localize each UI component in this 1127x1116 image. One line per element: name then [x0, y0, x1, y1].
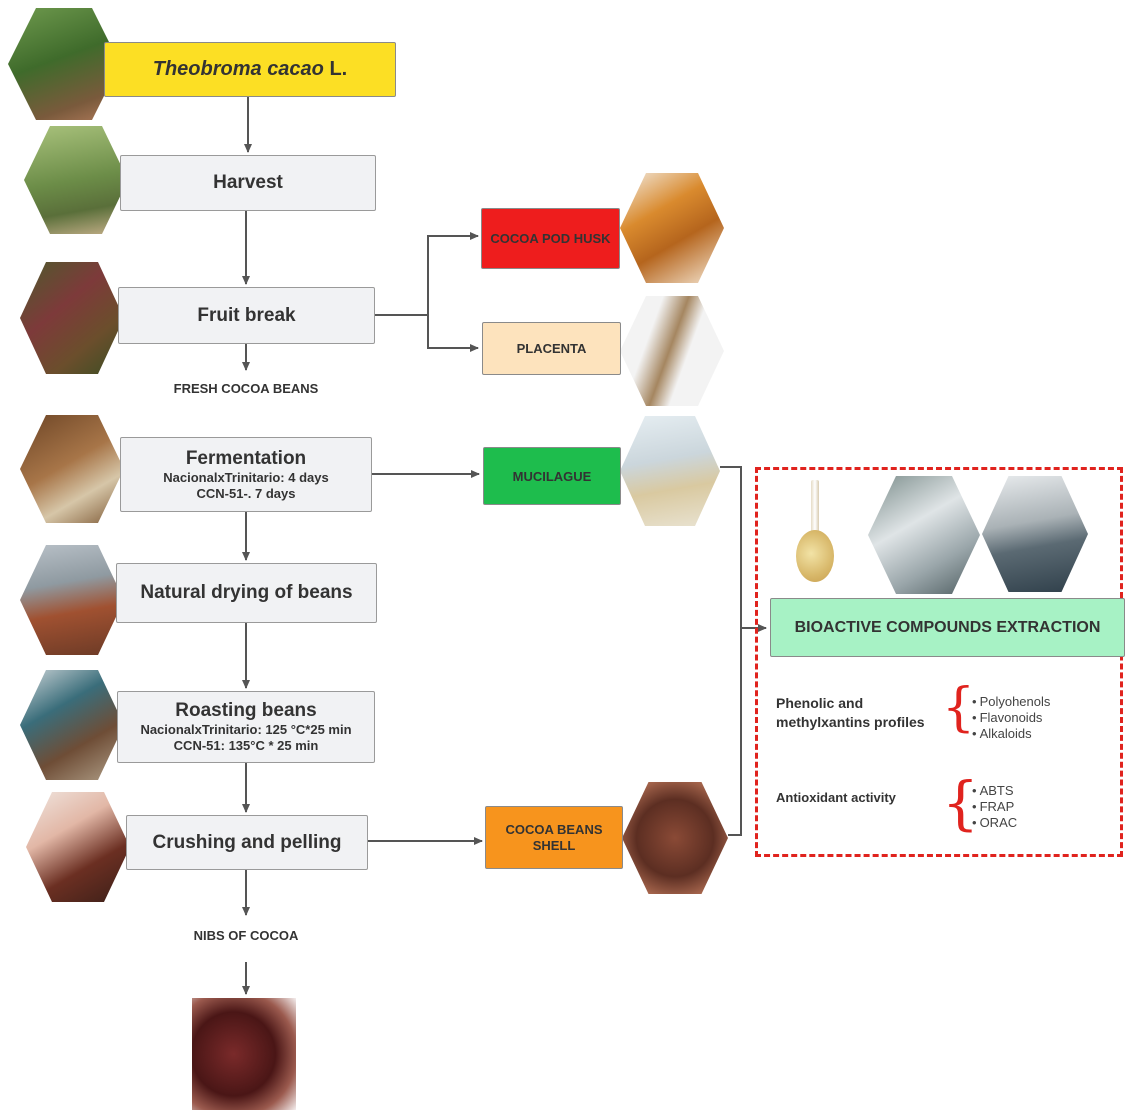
- lab-photo: [868, 476, 980, 594]
- roasting-line2: CCN-51: 135°C * 25 min: [173, 738, 319, 753]
- phenolic-item: Alkaloids: [972, 726, 1050, 742]
- phenolic-brace: {: [942, 678, 976, 738]
- cocoa-pod-husk-label: COCOA POD HUSK: [490, 231, 611, 246]
- phenolic-list: Polyohenols Flavonoids Alkaloids: [972, 694, 1051, 742]
- antioxidant-item: FRAP: [972, 799, 1017, 815]
- antioxidant-label: Antioxidant activity: [776, 790, 896, 805]
- antioxidant-list: ABTS FRAP ORAC: [972, 783, 1018, 831]
- harvest-label: Harvest: [213, 172, 283, 193]
- nibs-photo: [192, 998, 296, 1110]
- roasting-box: Roasting beans NacionalxTrinitario: 125 …: [117, 691, 375, 763]
- mucilage-box: MUCILAGUE: [483, 447, 621, 505]
- shell-photo: [622, 782, 728, 894]
- flask-icon: [796, 480, 834, 584]
- arrow-fruit-husk: [375, 232, 479, 316]
- cocoa-beans-shell-box: COCOA BEANS SHELL: [485, 806, 623, 869]
- mucilage-photo: [620, 416, 720, 526]
- fruit-break-label: Fruit break: [197, 304, 296, 326]
- placenta-label: PLACENTA: [516, 341, 587, 356]
- extraction-box: BIOACTIVE COMPOUNDS EXTRACTION: [770, 598, 1125, 657]
- fermentation-line2: CCN-51-. 7 days: [196, 485, 296, 501]
- fermentation-title: Fermentation: [185, 447, 307, 469]
- connector-mucilage-extraction: [720, 466, 742, 628]
- roasting-title: Roasting beans: [175, 700, 317, 721]
- drying-box: Natural drying of beans: [116, 563, 377, 623]
- crushing-label: Crushing and pelling: [152, 831, 342, 853]
- fresh-cocoa-beans-label: FRESH COCOA BEANS: [173, 381, 319, 396]
- antioxidant-item: ORAC: [972, 815, 1018, 831]
- fruit-break-box: Fruit break: [118, 287, 375, 344]
- placenta-box: PLACENTA: [482, 322, 621, 375]
- extraction-dashed-frame: [755, 467, 1123, 857]
- drying-label: Natural drying of beans: [140, 582, 353, 603]
- cocoa-beans-shell-label: COCOA BEANS SHELL: [505, 821, 603, 853]
- phenolic-item: Polyohenols: [972, 694, 1051, 710]
- title-text: Theobroma cacao L.: [153, 58, 348, 81]
- connector-shell-extraction: [728, 628, 742, 836]
- mucilage-label: MUCILAGUE: [512, 468, 592, 484]
- crushing-box: Crushing and pelling: [126, 815, 368, 870]
- fermentation-box: Fermentation NacionalxTrinitario: 4 days…: [120, 437, 372, 512]
- phenolic-item: Flavonoids: [972, 710, 1050, 726]
- arrow-fruit-placenta: [427, 315, 479, 352]
- antioxidant-item: ABTS: [972, 783, 1017, 799]
- extraction-title: BIOACTIVE COMPOUNDS EXTRACTION: [794, 618, 1101, 636]
- roasting-line1: NacionalxTrinitario: 125 °C*25 min: [140, 722, 352, 737]
- title-author: L.: [323, 58, 348, 80]
- nibs-of-cocoa-label: NIBS OF COCOA: [193, 928, 299, 943]
- title-species: Theobroma cacao: [152, 58, 324, 80]
- cocoa-pod-husk-box: COCOA POD HUSK: [481, 208, 620, 269]
- fermentation-line1: NacionalxTrinitario: 4 days: [163, 469, 329, 485]
- phenolic-label: Phenolic and methylxantins profiles: [776, 695, 925, 730]
- harvest-box: Harvest: [120, 155, 376, 211]
- title-box: Theobroma cacao L.: [104, 42, 396, 97]
